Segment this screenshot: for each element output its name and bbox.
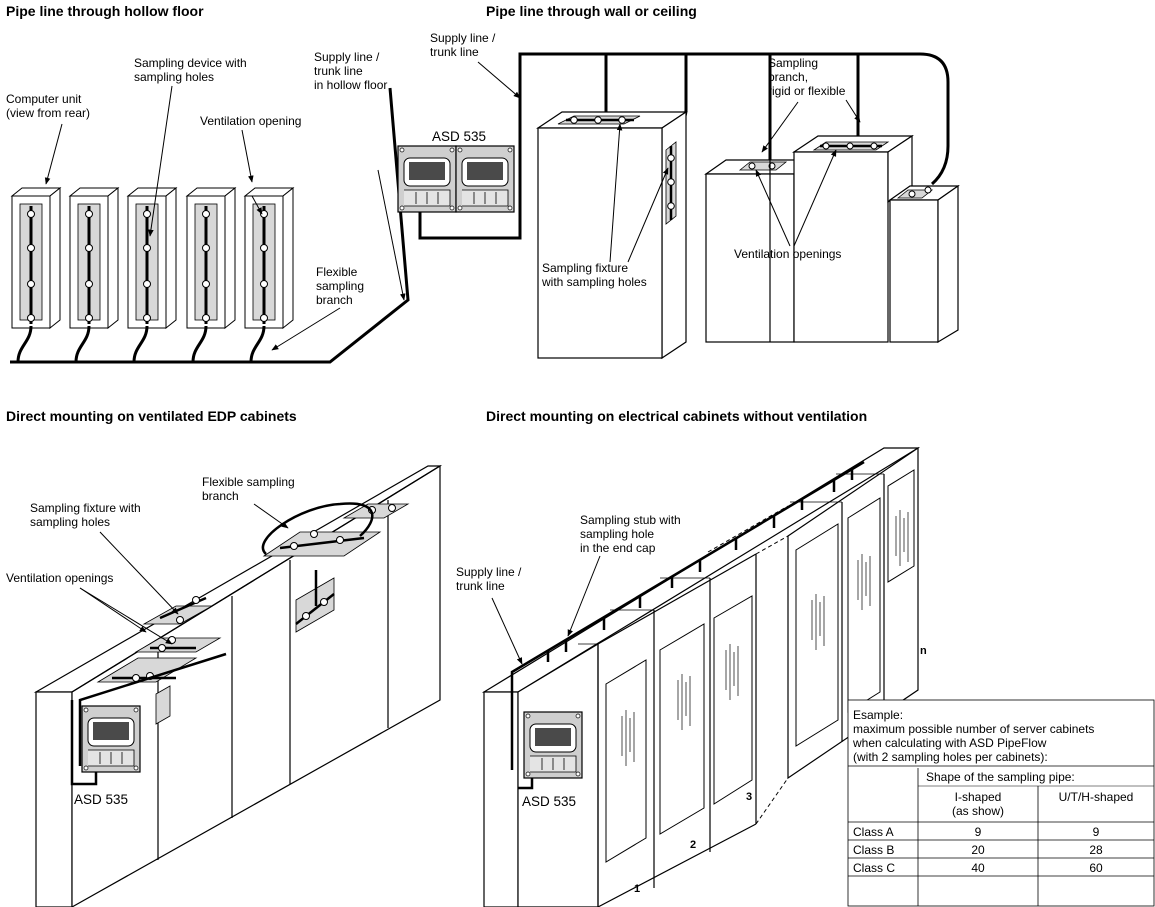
table-col1-1: I-shaped	[955, 790, 1002, 804]
label-supply-line-wall-1: Supply line /	[430, 31, 496, 45]
label-sampling-device-2: sampling holes	[134, 70, 214, 84]
label-flexible-2: sampling	[316, 279, 364, 293]
label-supply-line-elec-2: trunk line	[456, 579, 505, 593]
label-flexible-edp-2: branch	[202, 489, 239, 503]
hollow-floor-diagram: Computer unit (view from rear) Sampling …	[6, 50, 410, 364]
table-row-a-i: 9	[975, 825, 982, 839]
electrical-cabinets-diagram: ASD 535 1 2 3 n Sampling stub with sampl…	[456, 446, 927, 907]
label-stub-1: Sampling stub with	[580, 513, 681, 527]
wall-ceiling-diagram: ASD 535 Supply l	[397, 31, 960, 360]
table-row-a-u: 9	[1093, 825, 1100, 839]
label-asd-edp: ASD 535	[74, 792, 128, 807]
ventilated-edp-diagram: ASD 535 Flexible sampling branch Samplin…	[6, 464, 443, 907]
tall-cabinet	[537, 127, 663, 359]
title-hollow-floor: Pipe line through hollow floor	[6, 3, 204, 19]
table-row-b-class: Class B	[853, 843, 894, 857]
computer-unit-5	[243, 186, 295, 330]
label-computer-unit-2: (view from rear)	[6, 106, 90, 120]
table-row-c-class: Class C	[853, 861, 895, 875]
table-intro-1: Esample:	[853, 708, 903, 722]
table-row-b-u: 28	[1089, 843, 1103, 857]
cabinet-number-n: n	[920, 645, 927, 657]
table-intro-3: when calculating with ASD PipeFlow	[852, 736, 1047, 750]
label-supply-line-2: trunk line	[314, 64, 363, 78]
label-fixture-edp-1: Sampling fixture with	[30, 501, 141, 515]
label-ventilation-edp: Ventilation openings	[6, 571, 113, 585]
trunk-line-electrical	[510, 460, 865, 770]
asd535-unit-b	[455, 145, 515, 213]
table-col2: U/T/H-shaped	[1059, 790, 1134, 804]
label-supply-line-elec-1: Supply line /	[456, 565, 522, 579]
label-sampling-fixture-2: with sampling holes	[541, 275, 647, 289]
label-stub-2: sampling hole	[580, 527, 654, 541]
label-supply-line-3: in hollow floor	[314, 78, 387, 92]
label-branch-1: Sampling	[768, 56, 818, 70]
table-intro-4: (with 2 sampling holes per cabinets):	[853, 750, 1048, 764]
label-flexible-3: branch	[316, 293, 353, 307]
title-ventilated-edp: Direct mounting on ventilated EDP cabine…	[6, 408, 297, 424]
asd535-edp	[81, 705, 141, 773]
label-asd-wall: ASD 535	[432, 129, 486, 144]
label-branch-3: rigid or flexible	[768, 84, 846, 98]
cabinet-number-3: 3	[746, 791, 752, 803]
label-sampling-fixture-1: Sampling fixture	[542, 261, 628, 275]
table-row-c-u: 60	[1089, 861, 1103, 875]
table-row-b-i: 20	[971, 843, 985, 857]
title-electrical-cabinets: Direct mounting on electrical cabinets w…	[486, 408, 867, 424]
label-flexible-1: Flexible	[316, 265, 358, 279]
computer-unit-4	[185, 186, 237, 330]
label-branch-2: branch,	[768, 70, 808, 84]
label-flexible-edp-1: Flexible sampling	[202, 475, 295, 489]
label-stub-3: in the end cap	[580, 541, 656, 555]
table-row-c-i: 40	[971, 861, 985, 875]
computer-unit-2	[68, 186, 120, 330]
asd535-electrical	[523, 711, 583, 779]
asd535-unit-a	[397, 145, 457, 213]
trunk-line-ceiling	[478, 52, 950, 240]
title-wall-ceiling: Pipe line through wall or ceiling	[486, 3, 697, 19]
table-col1-2: (as show)	[952, 804, 1004, 818]
computer-unit-1	[10, 186, 62, 330]
label-asd-electrical: ASD 535	[522, 794, 576, 809]
label-sampling-device-1: Sampling device with	[134, 56, 247, 70]
table-intro-2: maximum possible number of server cabine…	[853, 722, 1094, 736]
cabinet-number-2: 2	[690, 839, 696, 851]
label-ventilation-opening: Ventilation opening	[200, 114, 301, 128]
label-supply-line-wall-2: trunk line	[430, 45, 479, 59]
table-shape-header: Shape of the sampling pipe:	[926, 770, 1075, 784]
label-supply-line-1: Supply line /	[314, 50, 380, 64]
table-row-a-class: Class A	[853, 825, 894, 839]
label-ventilation-openings-wall: Ventilation openings	[734, 247, 841, 261]
label-fixture-edp-2: sampling holes	[30, 515, 110, 529]
cabinet-number-1: 1	[634, 883, 640, 895]
example-table: Esample: maximum possible number of serv…	[847, 699, 1155, 907]
computer-unit-3	[126, 186, 178, 330]
label-computer-unit-1: Computer unit	[6, 92, 82, 106]
